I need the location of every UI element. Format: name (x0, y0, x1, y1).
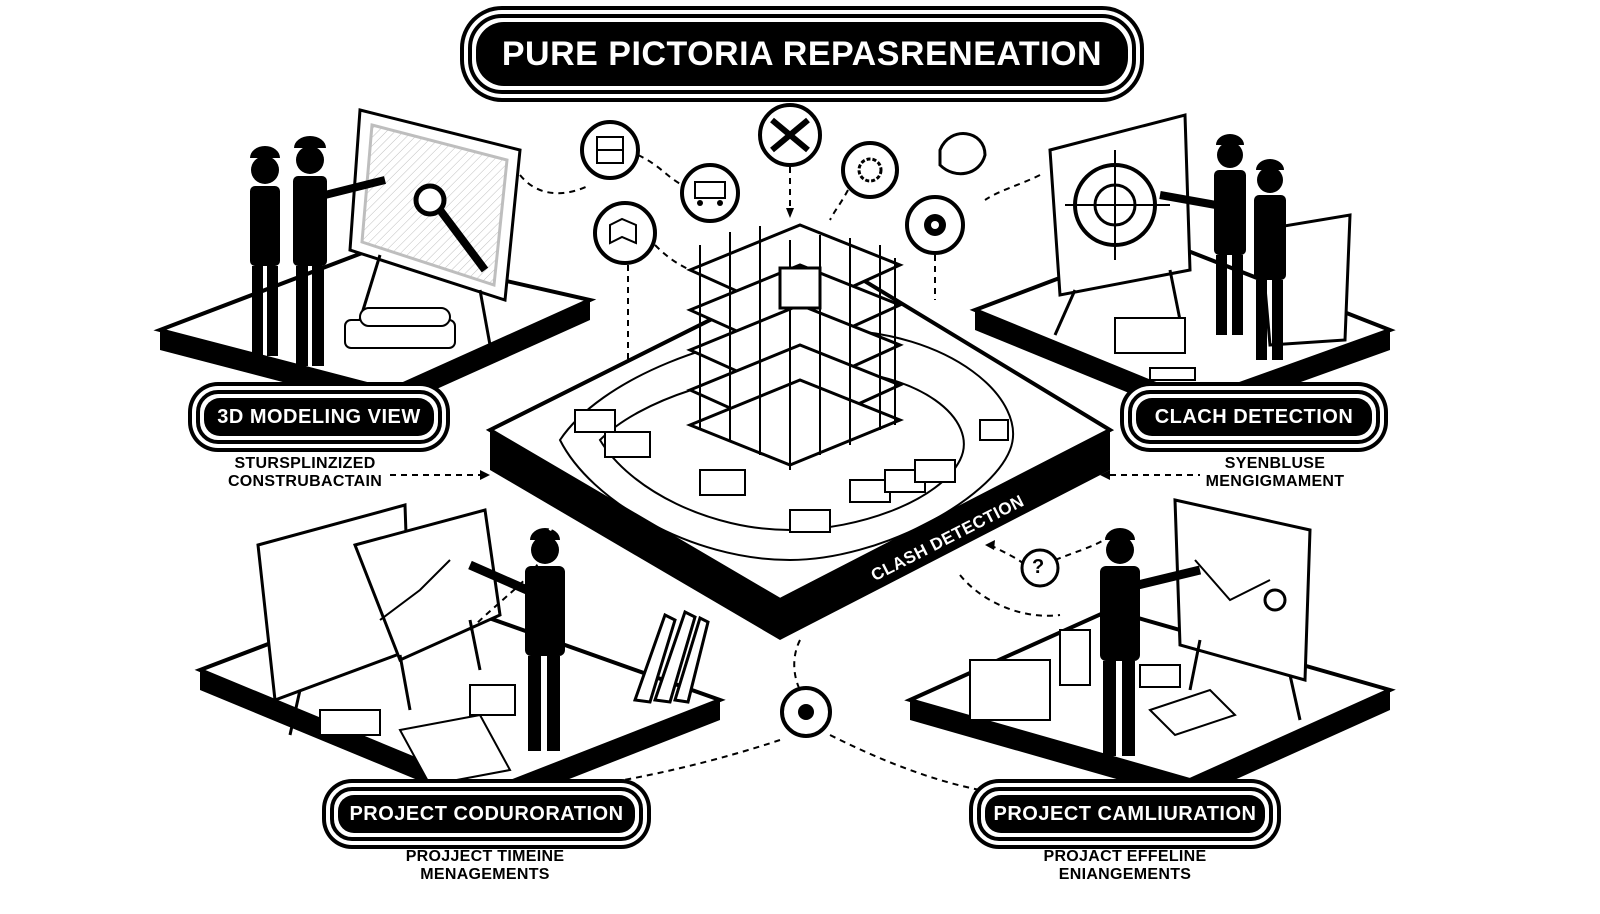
target-icon (780, 686, 832, 738)
label-project-codurorarion: PROJECT CODURORATION (330, 787, 643, 841)
easel-top-left (348, 108, 522, 346)
engineers-top-left (250, 136, 386, 366)
label-3d-modeling-view: 3D MODELING VIEW (196, 390, 442, 444)
question-icon (1020, 548, 1060, 588)
building-frame (686, 223, 904, 470)
site-equipment (574, 409, 1009, 533)
question-mark-text: ? (1032, 556, 1045, 578)
engineer-bottom-left (468, 528, 565, 751)
cart-icon (680, 163, 740, 223)
connector-lines (390, 154, 1200, 791)
arrowheads (480, 208, 1110, 550)
cog-icon (905, 195, 965, 255)
papers-top-right (1114, 317, 1196, 381)
label-clach-detection: CLACH DETECTION (1128, 390, 1380, 444)
note-bottom-right: PROJACT EFFELINE ENIANGEMENTS (1043, 848, 1207, 883)
leaf-icon (938, 132, 987, 176)
gear-icon (841, 141, 899, 199)
engineers-top-right (1159, 134, 1286, 360)
scrolls-top-left (344, 307, 456, 349)
map-icon (593, 201, 657, 265)
engineer-bottom-right (1100, 528, 1202, 756)
easel-bottom-right (1173, 498, 1312, 721)
side-note-right: SYENBLUSE MENGIGMAMENT (1205, 455, 1345, 490)
desk-bottom-right (969, 629, 1237, 737)
papers-bottom-left (319, 684, 516, 787)
easels-bottom-left (256, 503, 502, 736)
side-note-left: STURSPLINZIZED CONSTRUBACTAIN (227, 455, 383, 490)
label-project-camliuration: PROJECT CAMLIURATION (977, 787, 1273, 841)
platform-bottom-right (904, 607, 1396, 800)
note-bottom-left: PROJJECT TIMEINE MENAGEMENTS (405, 848, 565, 883)
title-text: PURE PICTORIA REPASRENEATION (501, 34, 1103, 73)
ruler-cross-icon (758, 103, 822, 167)
pencils-bottom-left (632, 609, 710, 704)
blueprint-icon (580, 120, 640, 180)
title-banner: PURE PICTORIA REPASRENEATION (468, 14, 1136, 94)
